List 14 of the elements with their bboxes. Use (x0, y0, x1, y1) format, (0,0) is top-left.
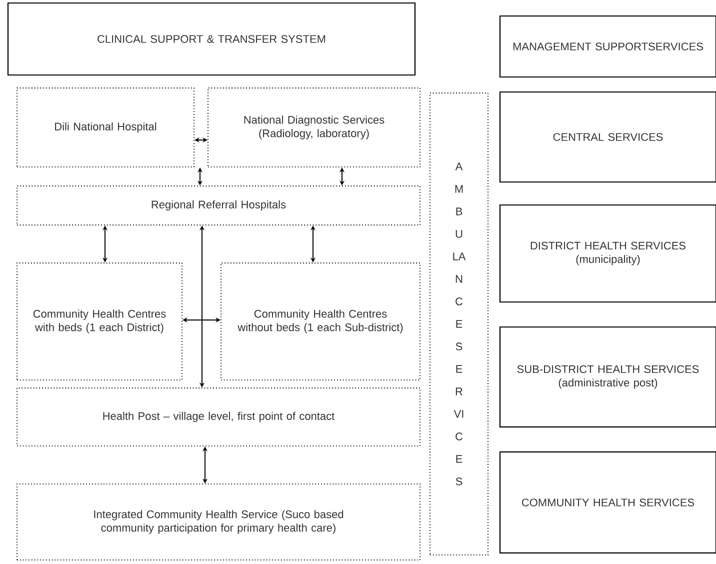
level-box: MANAGEMENT SUPPORTSERVICES (499, 15, 716, 78)
system-box: CLINICAL SUPPORT & TRANSFER SYSTEM (7, 2, 416, 76)
hospital-box: Regional Referral Hospitals (16, 186, 420, 226)
level-box: DISTRICT HEALTH SERVICES (municipality) (499, 204, 716, 303)
service-box: National Diagnostic Services (Radiology, laboratory) (208, 88, 420, 168)
community-service-box: Integrated Community Health Service (Suco based community participation for primary health care) (16, 484, 420, 560)
health-centre-box: Community Health Centres without beds (1 each Sub-district) (220, 262, 420, 380)
level-box: SUB-DISTRICT HEALTH SERVICES (administrative post) (499, 326, 716, 428)
health-post-box: Health Post – village level, first point of contact (16, 388, 420, 446)
service-column: AMBULANCE SERVICES (430, 92, 488, 556)
hospital-box: Dili National Hospital (16, 88, 194, 168)
level-box: CENTRAL SERVICES (499, 91, 716, 183)
health-centre-box: Community Health Centres with beds (1 each District) (16, 262, 182, 380)
level-box: COMMUNITY HEALTH SERVICES (499, 451, 716, 554)
